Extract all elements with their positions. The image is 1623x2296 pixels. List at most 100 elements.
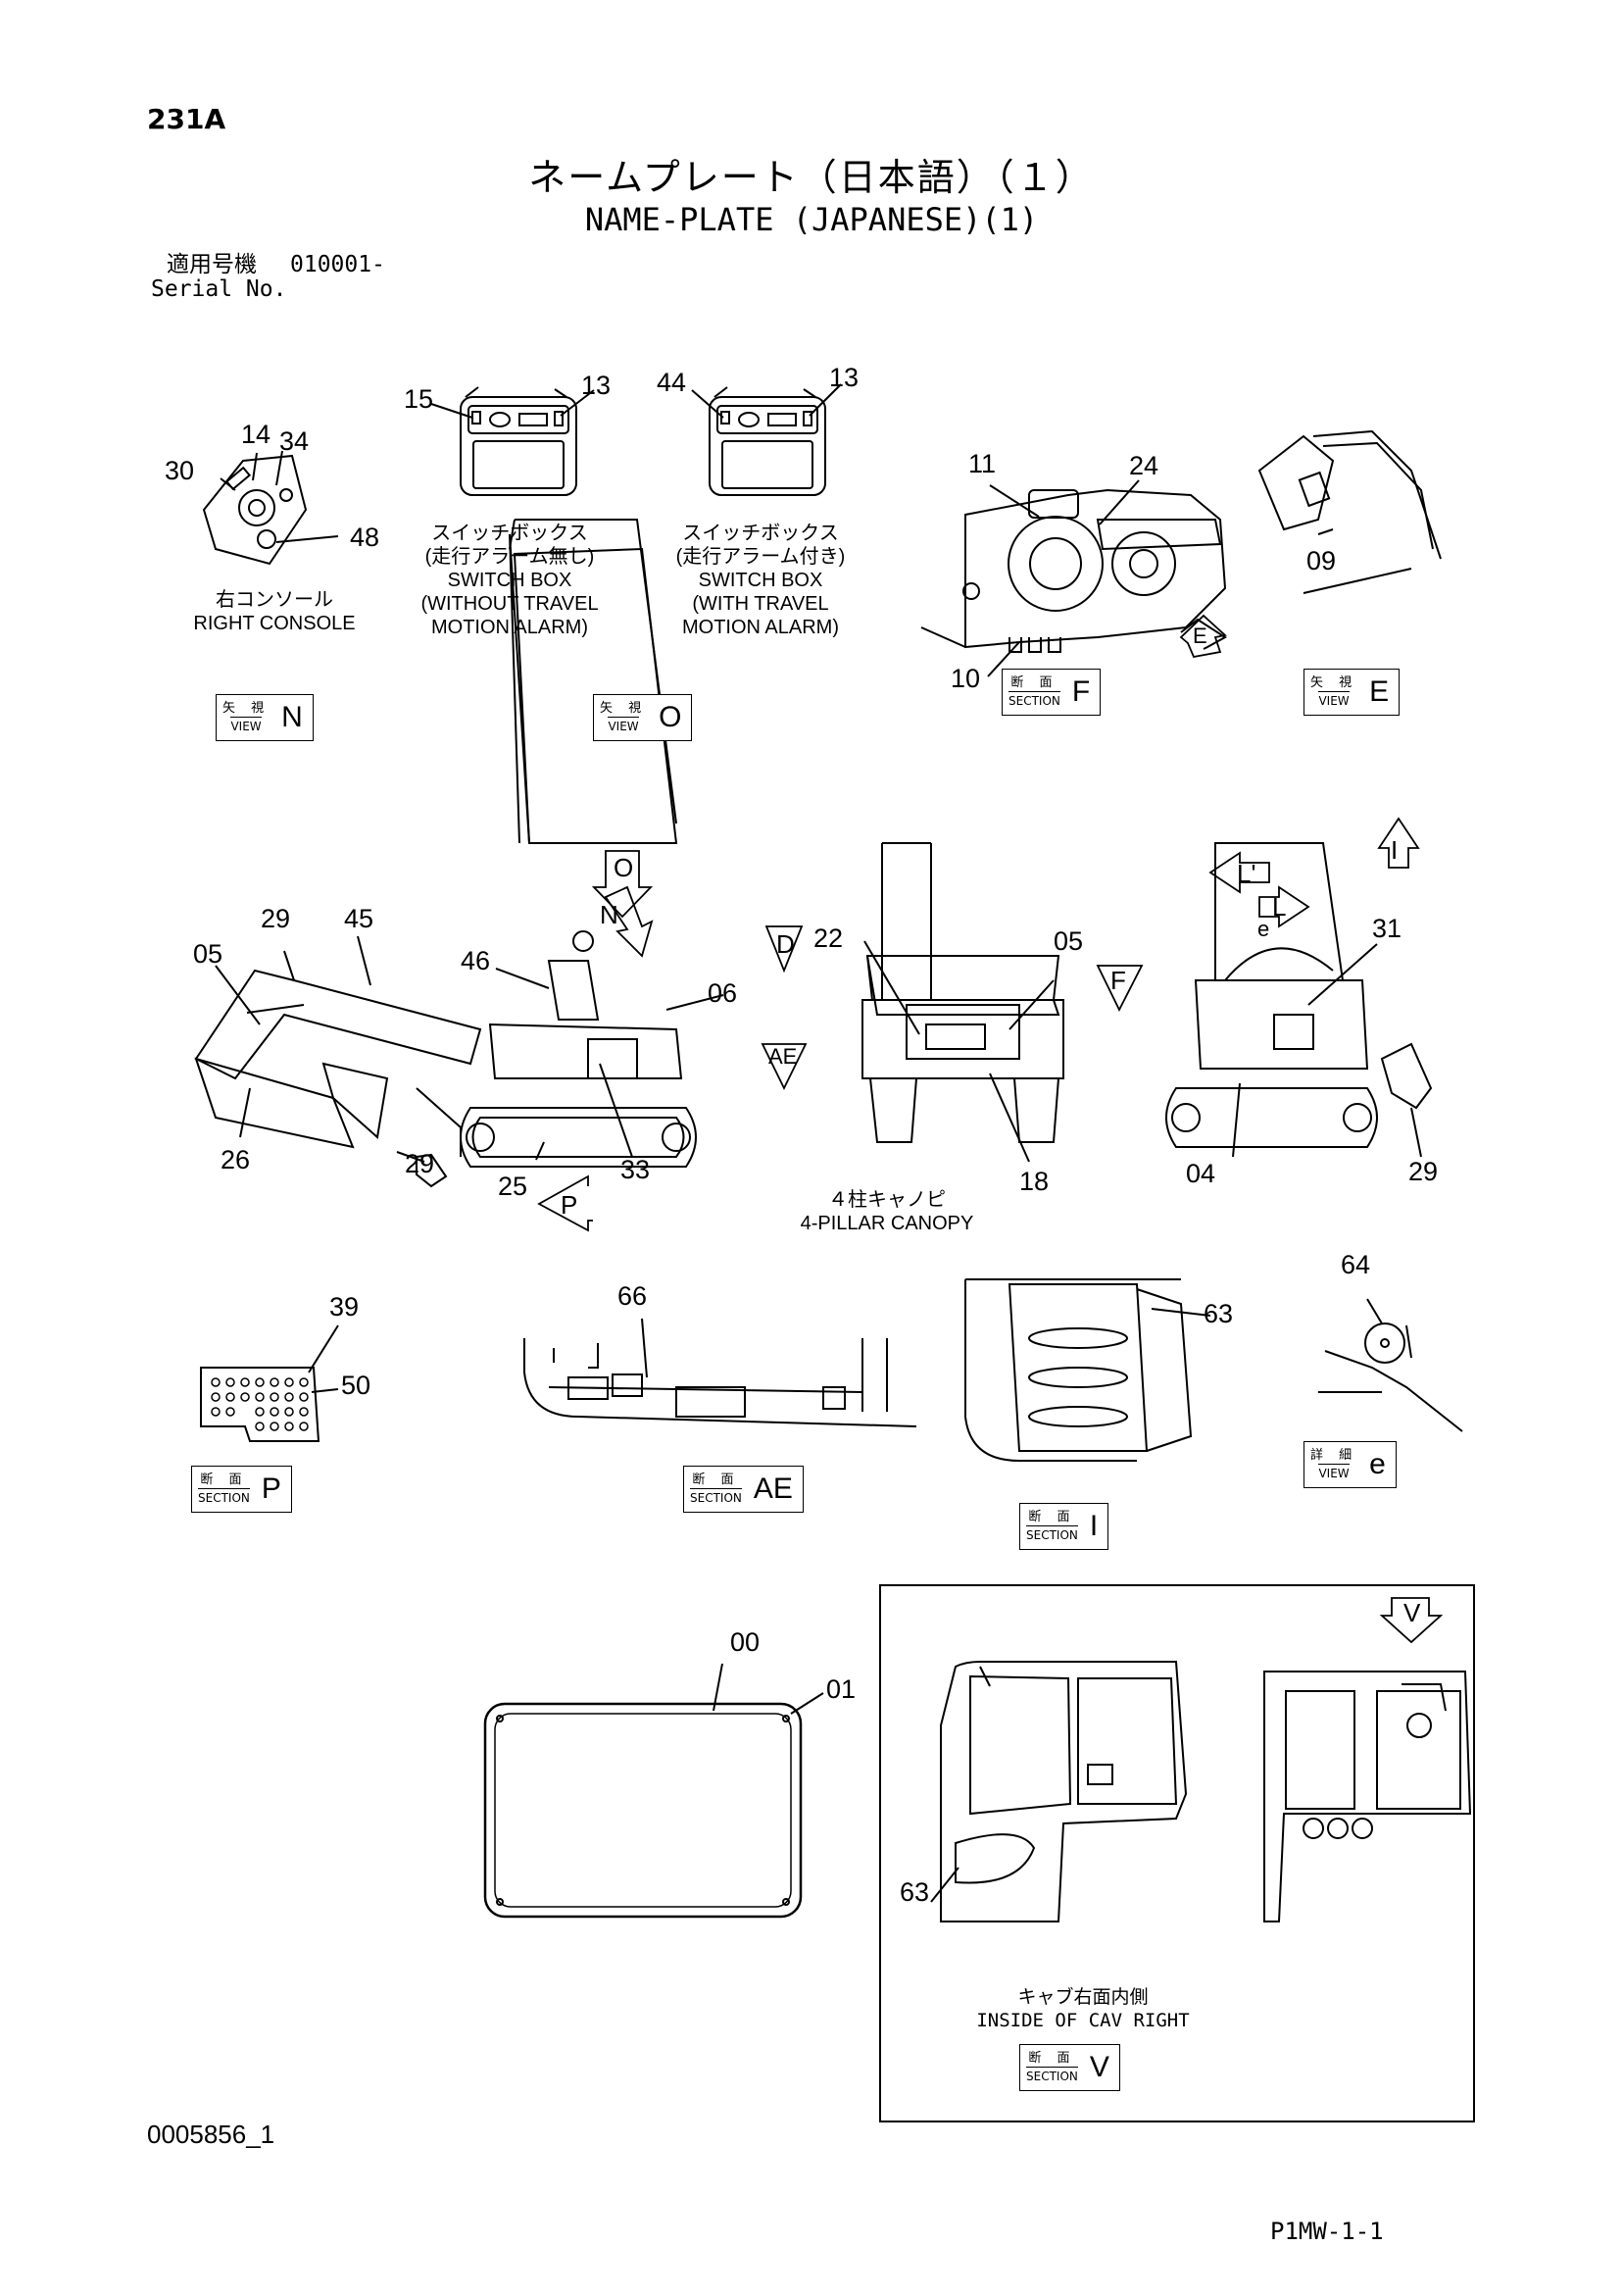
callout-39: 39 (329, 1292, 360, 1322)
caption-switch-box-2: スイッチボックス (走行アラーム付き) SWITCH BOX (WITH TRA… (653, 522, 868, 639)
caption-cab-jp: キャブ右面内側 (1017, 1986, 1149, 2008)
section-i-drawing (964, 1278, 1211, 1462)
arrow-f (1096, 965, 1144, 1013)
callout-34: 34 (279, 426, 310, 456)
caption-right-console: 右コンソール RIGHT CONSOLE (176, 588, 372, 635)
excavator-side-view (194, 519, 724, 1188)
title-english: NAME-PLATE (JAPANESE)(1) (584, 201, 1039, 238)
caption-canopy-en: 4-PILLAR CANOPY (800, 1213, 974, 1234)
serial-label-en: Serial No. (151, 276, 287, 302)
callout-64: 64 (1341, 1250, 1371, 1279)
callout-22: 22 (813, 923, 844, 953)
console-section-f-drawing (920, 479, 1227, 677)
callout-06: 06 (708, 978, 738, 1008)
arrow-l1 (1208, 851, 1270, 894)
arrow-ae (761, 1043, 808, 1091)
callout-13a: 13 (581, 371, 612, 400)
switch-box-2-drawing (691, 383, 842, 496)
view-e-drawing (1257, 429, 1442, 594)
arrow-l2-label: L (1272, 892, 1287, 922)
arrow-l2 (1258, 885, 1310, 928)
arrow-n (604, 885, 654, 958)
caption-cab-en: INSIDE OF CAV RIGHT (976, 2010, 1190, 2031)
switch-box-1-drawing (430, 386, 595, 496)
drawing-number: 0005856_1 (147, 2120, 275, 2149)
section-p-drawing (200, 1324, 339, 1442)
caption-sb1-jp1: スイッチボックス (431, 523, 588, 544)
caption-right-console-en: RIGHT CONSOLE (193, 613, 356, 634)
callout-13b: 13 (829, 363, 860, 392)
callout-29c: 29 (1408, 1157, 1439, 1186)
arrow-f-label: F (1110, 966, 1126, 995)
callout-04: 04 (1186, 1159, 1216, 1188)
callout-48: 48 (350, 523, 380, 552)
arrow-l1-label: L' (1237, 859, 1256, 888)
callout-01: 01 (826, 1674, 857, 1704)
callout-26: 26 (221, 1145, 251, 1174)
caption-cab-inside: キャブ右面内側 INSIDE OF CAV RIGHT (936, 1985, 1230, 2032)
callout-05b: 05 (1054, 926, 1084, 956)
callout-44: 44 (657, 368, 687, 397)
caption-switch-box-1: スイッチボックス (走行アラーム無し) SWITCH BOX (WITHOUT … (402, 522, 617, 639)
arrow-ae-label: AE (768, 1044, 798, 1069)
callout-33: 33 (620, 1155, 651, 1184)
arrow-i (1377, 817, 1420, 869)
cab-interior-drawing (930, 1661, 1472, 1922)
excavator-left-view (1165, 842, 1433, 1158)
right-console-drawing (202, 450, 339, 566)
arrow-v (1379, 1597, 1444, 1644)
arrow-e (1179, 614, 1227, 659)
caption-sb2-en3: MOTION ALARM) (681, 617, 839, 638)
arrow-p (537, 1174, 593, 1232)
callout-29a: 29 (261, 904, 291, 933)
arrow-p-label: P (561, 1190, 578, 1220)
callout-05a: 05 (193, 939, 223, 969)
callout-14: 14 (241, 420, 271, 449)
serial-value: 010001- (290, 252, 385, 277)
arrow-n-label: N (600, 900, 618, 929)
arrow-v-label: V (1403, 1598, 1421, 1627)
title-japanese: ネームプレート（日本語）（１） (528, 156, 1095, 199)
caption-sb2-en1: SWITCH BOX (698, 570, 823, 591)
callout-50: 50 (341, 1371, 371, 1400)
caption-sb1-en2: (WITHOUT TRAVEL (420, 593, 599, 615)
name-plate-drawing (483, 1663, 824, 1919)
callout-09: 09 (1306, 546, 1337, 575)
detail-e-drawing (1318, 1298, 1463, 1432)
caption-sb2-en2: (WITH TRAVEL (692, 593, 829, 615)
caption-right-console-jp: 右コンソール (216, 589, 333, 611)
arrow-i-label: I (1391, 835, 1399, 865)
arrow-e-label: E (1193, 624, 1207, 648)
caption-sb2-jp2: (走行アラーム付き) (675, 546, 846, 568)
caption-sb2-jp1: スイッチボックス (682, 523, 839, 544)
callout-15: 15 (404, 384, 434, 414)
arrow-d-label: D (776, 929, 795, 959)
arrow-o-label: O (614, 853, 634, 882)
section-ae-drawing (523, 1318, 917, 1427)
section-v-frame (879, 1584, 1475, 2122)
caption-sb1-jp2: (走行アラーム無し) (424, 546, 595, 568)
caption-sb1-en1: SWITCH BOX (447, 570, 572, 591)
callout-11: 11 (968, 449, 997, 478)
arrow-e-small-label: e (1257, 917, 1270, 941)
callout-63a: 63 (1204, 1299, 1234, 1328)
callout-63b: 63 (900, 1877, 930, 1907)
arrow-o (591, 850, 654, 919)
serial-label-jp: 適用号機 (167, 252, 257, 277)
arrow-d (764, 925, 804, 973)
callout-10: 10 (951, 664, 981, 693)
callout-46: 46 (461, 946, 491, 975)
callout-30: 30 (165, 456, 195, 485)
callout-25: 25 (498, 1172, 528, 1201)
